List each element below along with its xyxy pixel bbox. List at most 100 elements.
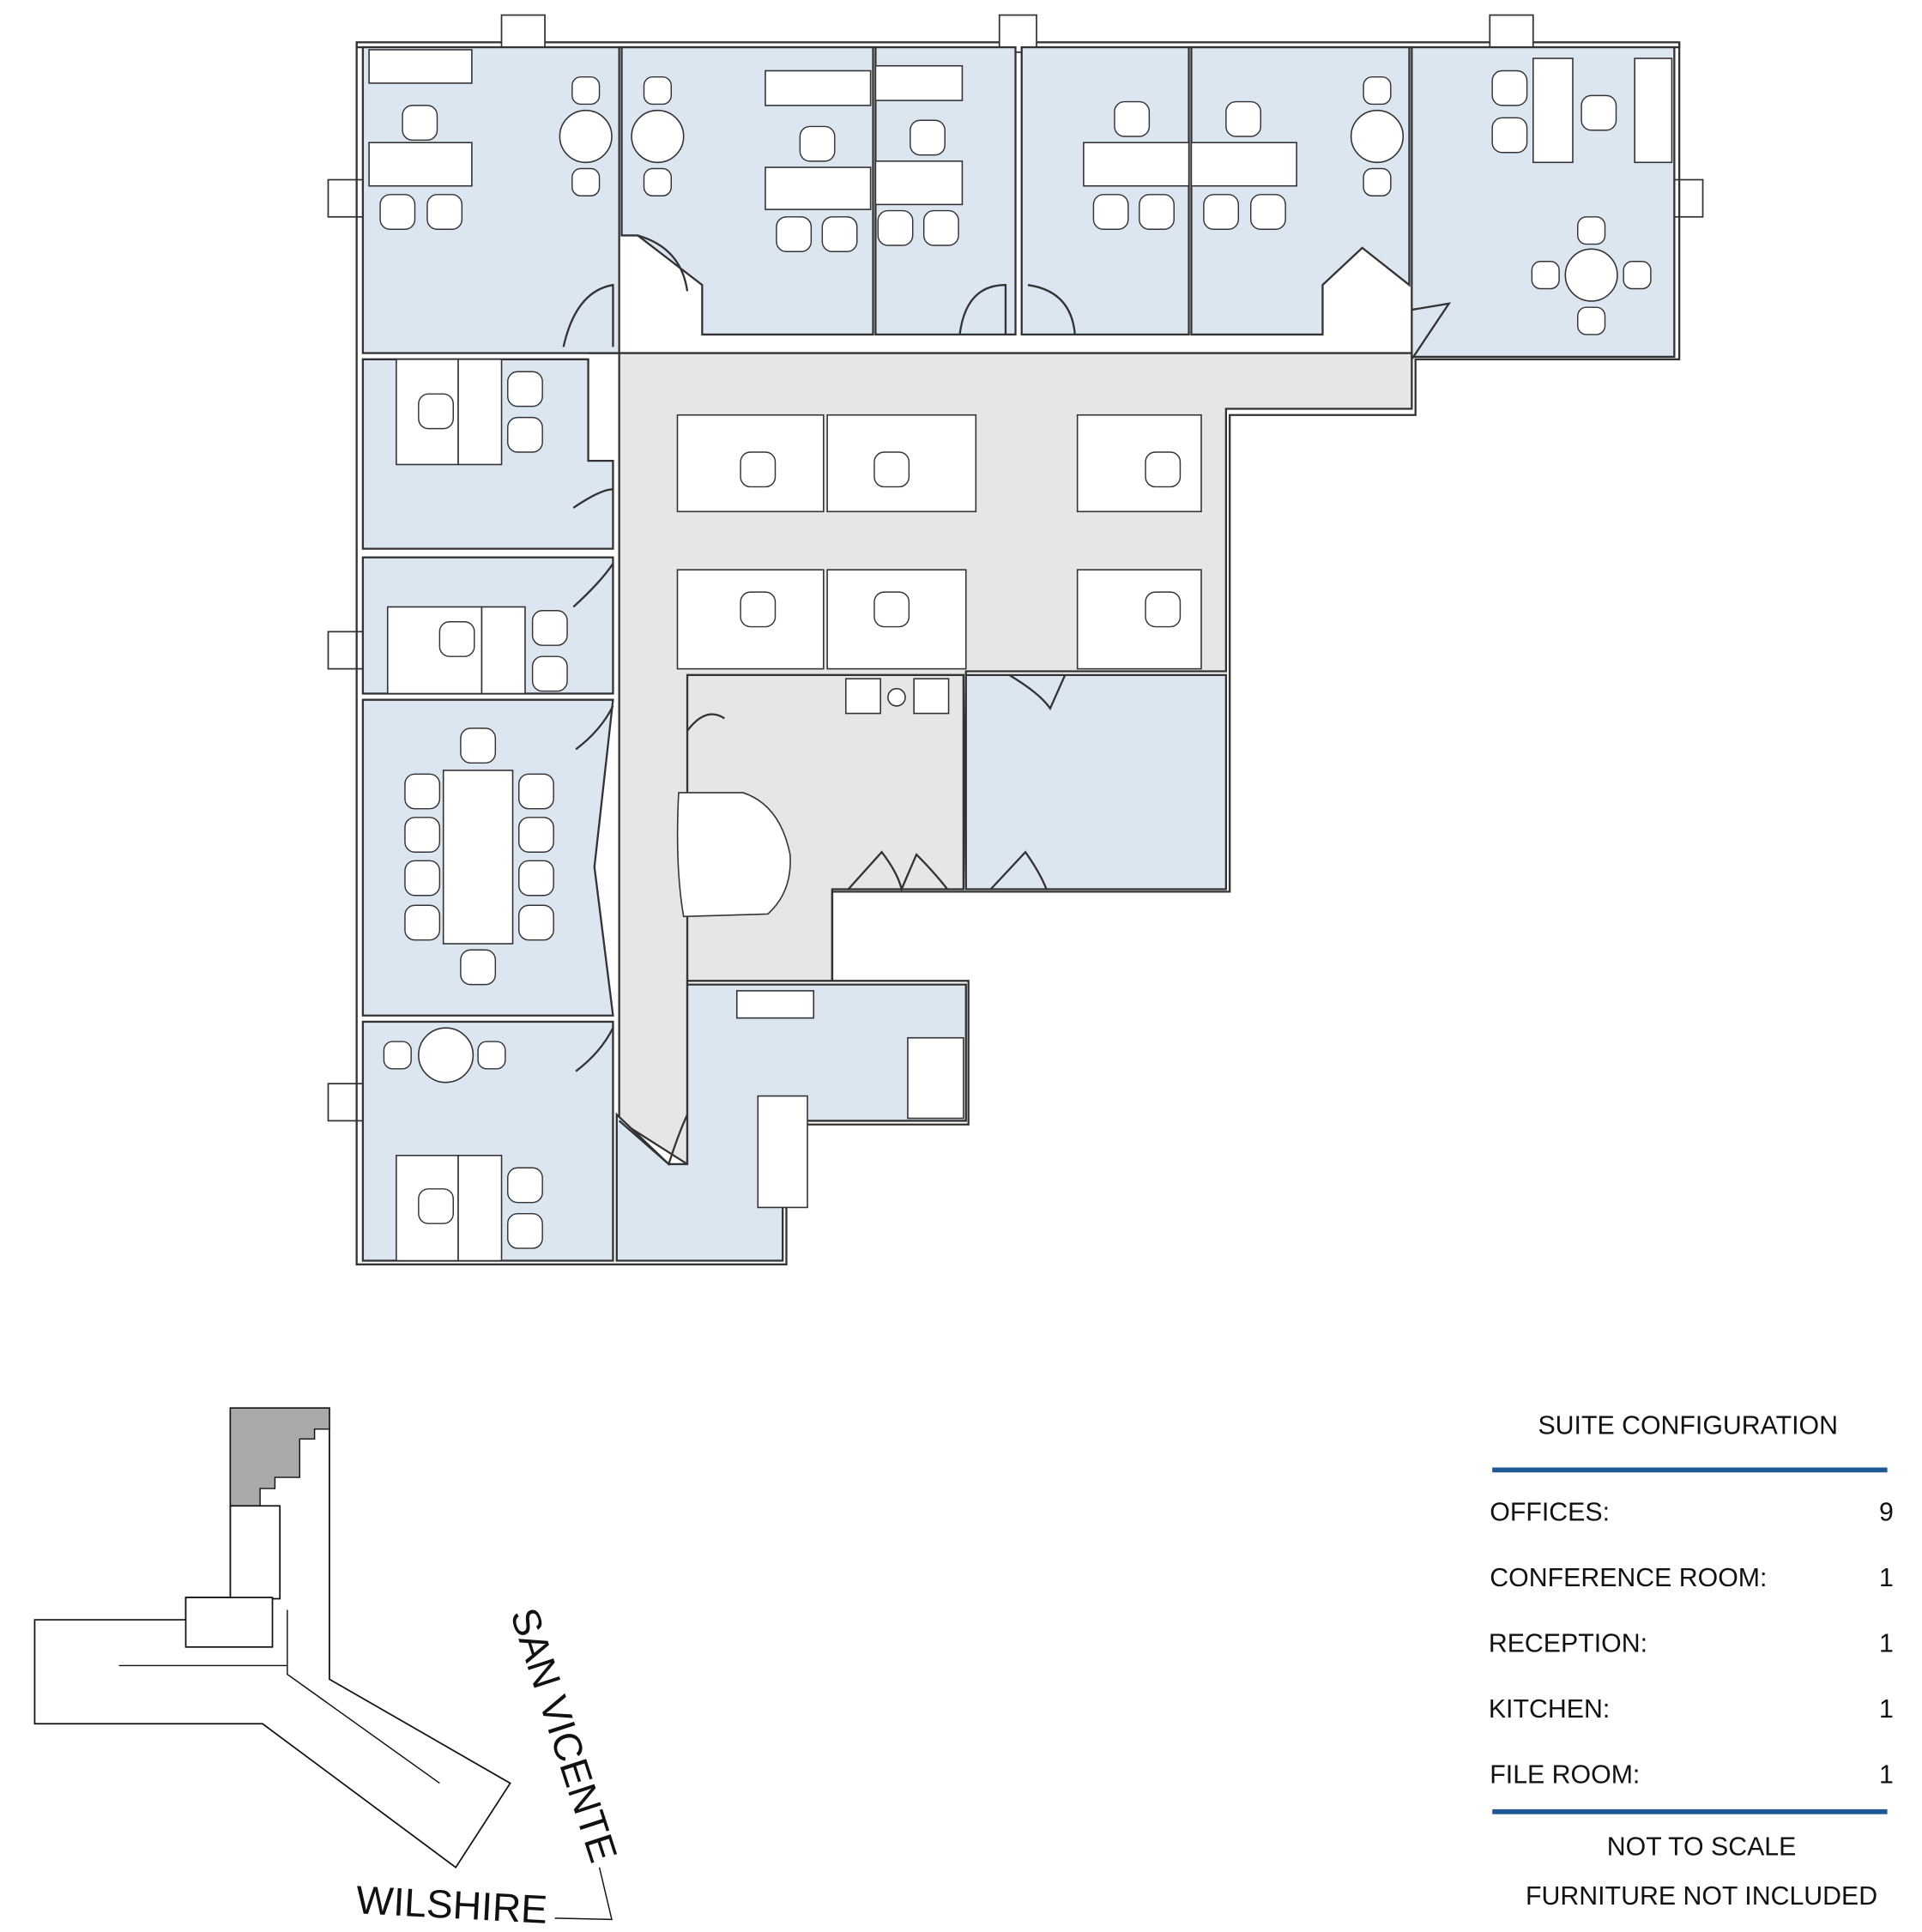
door-swings — [562, 234, 1452, 1166]
column-marker — [327, 178, 366, 218]
desk — [457, 358, 503, 466]
file-room — [964, 673, 1228, 891]
legend-label-kitchen: KITCHEN: — [1489, 1695, 1610, 1724]
chair — [460, 949, 497, 986]
desk — [1634, 57, 1673, 164]
chair — [1623, 261, 1652, 290]
chair — [1531, 261, 1560, 290]
chair — [821, 216, 858, 252]
legend-label-file-room: FILE ROOM: — [1490, 1761, 1640, 1790]
office-2 — [620, 45, 874, 336]
chair — [1139, 194, 1175, 230]
chair — [402, 105, 438, 142]
legend-value-conference: 1 — [1879, 1564, 1894, 1592]
chair — [1203, 194, 1240, 230]
desk — [735, 990, 815, 1019]
chair — [507, 416, 543, 453]
chairs — [379, 69, 1652, 1249]
chair — [877, 209, 914, 246]
desk — [480, 606, 526, 695]
furniture — [368, 49, 1673, 1262]
round-table — [1564, 248, 1618, 302]
chair — [518, 817, 554, 853]
round-table — [887, 687, 906, 707]
chair — [477, 1041, 506, 1070]
legend-label-offices: OFFICES: — [1490, 1499, 1610, 1527]
chair — [873, 591, 910, 628]
desk — [907, 1036, 964, 1120]
chair — [643, 75, 672, 106]
chair — [1250, 194, 1286, 230]
chair — [507, 1212, 543, 1249]
chair — [531, 610, 568, 646]
desk — [757, 1095, 808, 1209]
chair — [1145, 451, 1182, 488]
furniture-note: FURNITURE NOT INCLUDED — [1526, 1882, 1877, 1911]
desk — [765, 166, 872, 210]
chair — [740, 451, 777, 488]
column-marker — [327, 631, 366, 670]
chair — [1145, 591, 1182, 628]
chair — [643, 167, 672, 196]
column-markers — [327, 14, 1704, 1122]
chair — [518, 773, 554, 810]
chair — [418, 393, 454, 430]
chair — [404, 904, 441, 941]
chair — [507, 1167, 543, 1204]
street-label-san-vicente: SAN VICENTE — [502, 1603, 626, 1868]
interior-lines — [118, 1609, 440, 1784]
building-core — [229, 1505, 281, 1600]
chair — [531, 655, 568, 692]
exterior-wall — [355, 42, 1681, 1265]
legend-value-offices: 9 — [1879, 1499, 1894, 1527]
chair — [1114, 100, 1151, 137]
round-table — [631, 109, 685, 164]
round-table — [418, 1027, 474, 1084]
chair — [426, 194, 463, 230]
desk — [1083, 142, 1190, 187]
legend-value-kitchen: 1 — [1879, 1695, 1894, 1724]
chair — [873, 451, 910, 488]
reception-desk — [676, 792, 791, 918]
chair — [571, 75, 601, 106]
chair — [1363, 167, 1392, 196]
desk — [1076, 569, 1202, 670]
chair — [404, 773, 441, 810]
chair — [776, 216, 813, 252]
chair — [383, 1041, 412, 1070]
chair — [799, 125, 836, 162]
round-table — [559, 109, 613, 164]
column-marker — [998, 14, 1037, 53]
chair — [404, 817, 441, 853]
office-4 — [1020, 45, 1190, 336]
street-label-wilshire: WILSHIRE — [355, 1877, 549, 1932]
chair — [518, 860, 554, 897]
not-to-scale-note: NOT TO SCALE — [1607, 1832, 1797, 1861]
round-tables — [418, 109, 1618, 1084]
legend-label-reception: RECEPTION: — [1489, 1630, 1647, 1658]
chair — [460, 728, 497, 764]
desk — [1190, 142, 1297, 187]
desk — [1076, 414, 1202, 513]
legend-rule-top — [1492, 1467, 1888, 1473]
chair — [404, 860, 441, 897]
legend-value-file-room: 1 — [1879, 1761, 1894, 1790]
legend-title: SUITE CONFIGURATION — [1538, 1412, 1838, 1440]
chair — [518, 904, 554, 941]
chair — [1363, 75, 1392, 106]
desk — [765, 69, 872, 106]
chair — [1491, 69, 1528, 106]
legend-rule-bottom — [1492, 1808, 1888, 1814]
desk — [874, 160, 964, 206]
chair — [1577, 216, 1606, 245]
chair — [1225, 100, 1261, 137]
desk — [368, 49, 473, 84]
chair — [1092, 194, 1129, 230]
chair — [1577, 306, 1606, 335]
chair — [1491, 117, 1528, 154]
column-marker — [1489, 14, 1534, 53]
building-core — [184, 1597, 274, 1648]
desk — [442, 770, 514, 945]
street-leader-line — [554, 1867, 613, 1921]
